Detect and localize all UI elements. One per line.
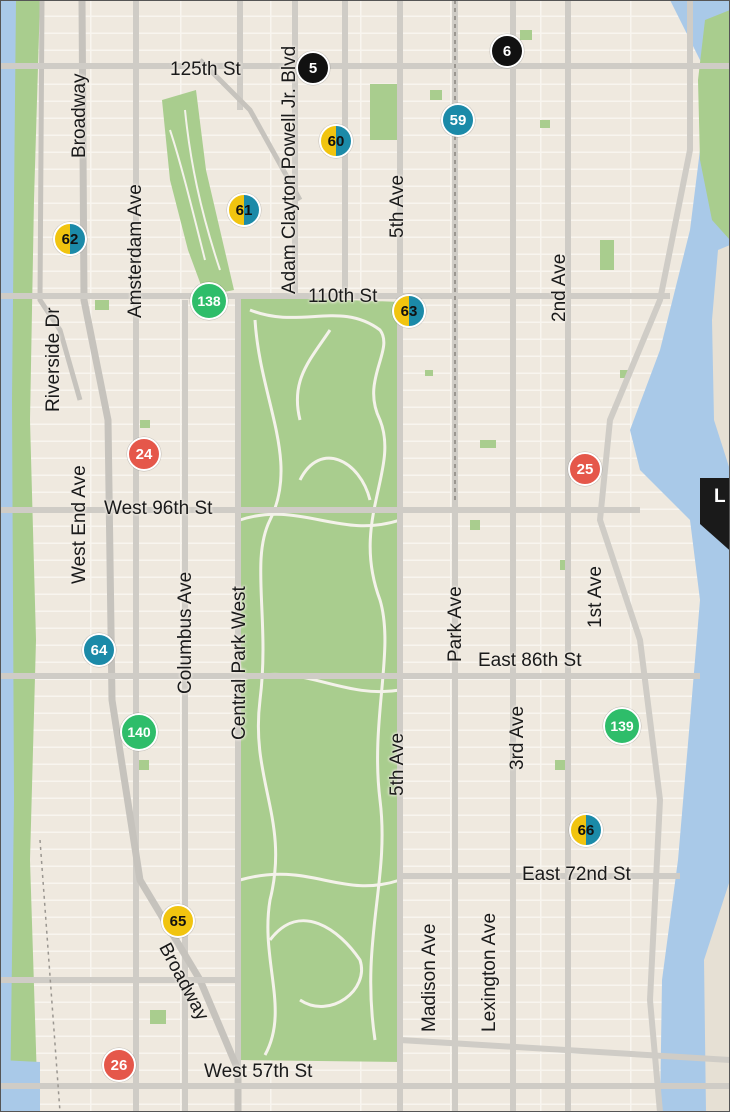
map-marker-6[interactable]: 6 — [490, 34, 524, 68]
label-east-72nd-st: East 72nd St — [522, 864, 631, 885]
marcus-garvey-park — [370, 84, 398, 140]
label-columbus-ave: Columbus Ave — [175, 571, 196, 694]
map-marker-24[interactable]: 24 — [127, 437, 161, 471]
label-central-park-west: Central Park West — [229, 586, 250, 740]
label-lexington-ave: Lexington Ave — [479, 912, 500, 1032]
label-west-57th-st: West 57th St — [204, 1061, 313, 1082]
label-east-86th-st: East 86th St — [478, 650, 582, 671]
roosevelt-island — [712, 245, 730, 470]
label-park-ave: Park Ave — [445, 586, 466, 662]
map-marker-62[interactable]: 62 — [53, 222, 87, 256]
label-madison-ave: Madison Ave — [419, 923, 440, 1032]
label-5th-ave-top: 5th Ave — [387, 174, 408, 238]
label-west-96th-st: West 96th St — [104, 498, 213, 519]
label-broadway-top: Broadway — [69, 73, 90, 159]
east-river — [630, 0, 730, 1112]
label-adam-clayton-powell-blvd: Adam Clayton Powell Jr. Blvd — [279, 45, 300, 294]
hudson-river — [0, 0, 16, 1112]
label-2nd-ave: 2nd Ave — [549, 253, 570, 322]
central-park-paths — [239, 308, 401, 1056]
map-marker-140[interactable]: 140 — [120, 713, 158, 751]
map-marker-5[interactable]: 5 — [296, 51, 330, 85]
map-marker-66[interactable]: 66 — [569, 813, 603, 847]
label-west-end-ave: West End Ave — [69, 465, 90, 584]
map-marker-64[interactable]: 64 — [82, 633, 116, 667]
st-nicholas-road — [198, 58, 303, 202]
label-1st-ave: 1st Ave — [585, 566, 606, 628]
crosstown-streets — [0, 63, 730, 1089]
small-parks — [95, 30, 630, 1024]
map-marker-26[interactable]: 26 — [102, 1048, 136, 1082]
legend-callout-pointer — [700, 524, 730, 556]
label-amsterdam-ave: Amsterdam Ave — [125, 184, 146, 318]
map-marker-139[interactable]: 139 — [603, 707, 641, 745]
riverside-drive-road — [37, 0, 83, 401]
queens-shore — [704, 880, 730, 1112]
label-3rd-ave: 3rd Ave — [507, 705, 528, 770]
legend-callout-box[interactable]: L — [700, 478, 730, 524]
fdr-drive — [596, 0, 693, 1112]
map-marker-65[interactable]: 65 — [161, 904, 195, 938]
label-riverside-dr: Riverside Dr — [43, 307, 64, 412]
broadway-road — [78, 0, 242, 1112]
map-marker-59[interactable]: 59 — [441, 103, 475, 137]
label-125th-st: 125th St — [170, 59, 241, 80]
map-marker-25[interactable]: 25 — [568, 452, 602, 486]
map-marker-63[interactable]: 63 — [392, 294, 426, 328]
map-marker-138[interactable]: 138 — [190, 282, 228, 320]
map-marker-61[interactable]: 61 — [227, 193, 261, 227]
label-110th-st: 110th St — [308, 286, 378, 307]
label-5th-ave-mid: 5th Ave — [387, 732, 408, 796]
map-marker-60[interactable]: 60 — [319, 124, 353, 158]
